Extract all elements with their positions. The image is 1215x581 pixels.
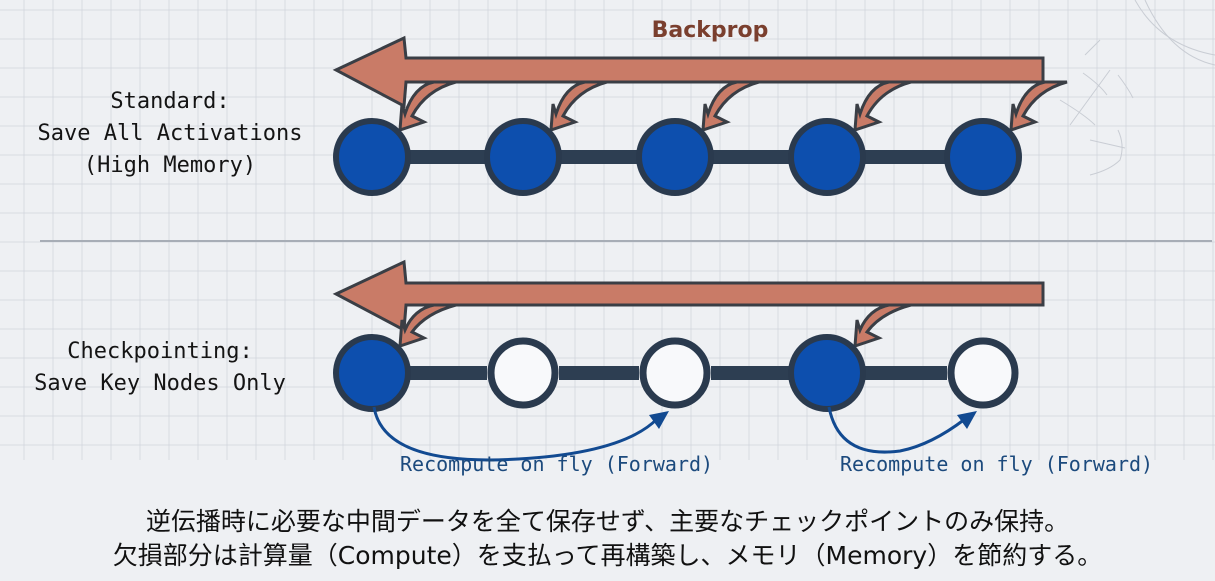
- caption-line-1: 逆伝播時に必要な中間データを全て保存せず、主要なチェックポイントのみ保持。: [145, 507, 1070, 536]
- standard-label-line: Save All Activations: [37, 121, 303, 146]
- backprop-arrow: [332, 35, 1045, 109]
- backprop-branch-arrow: [853, 80, 912, 133]
- recompute-arrowhead-icon: [957, 411, 977, 429]
- saved-activation-node: [788, 334, 866, 412]
- recompute-label-2: Recompute on fly (Forward): [840, 452, 1154, 476]
- checkpointing-label: Checkpointing: Save Key Nodes Only: [10, 336, 310, 400]
- checkpointing-label-line: Save Key Nodes Only: [34, 371, 286, 396]
- discarded-activation-node: [639, 337, 711, 409]
- recompute-label-1: Recompute on fly (Forward): [400, 452, 714, 476]
- discarded-activation-node: [947, 337, 1019, 409]
- recompute-arrowhead-icon: [649, 411, 669, 429]
- saved-activation-node: [333, 118, 411, 196]
- backprop-label: Backprop: [651, 18, 769, 43]
- saved-activation-node: [788, 118, 866, 196]
- saved-activation-node: [333, 334, 411, 412]
- backprop-branch-arrow: [853, 303, 912, 349]
- checkpointing-label-line: Checkpointing:: [67, 339, 253, 364]
- backprop-branch-arrow: [1009, 80, 1068, 133]
- background-sketch: [1059, 0, 1215, 176]
- checkpointing-diagram: [332, 259, 1045, 462]
- backprop-branch-arrow: [701, 80, 760, 133]
- recompute-arrow: [372, 406, 659, 462]
- standard-diagram: [332, 35, 1068, 196]
- saved-activation-node: [944, 118, 1022, 196]
- saved-activation-node: [484, 118, 562, 196]
- recompute-arrow: [827, 406, 966, 454]
- saved-activation-node: [636, 118, 714, 196]
- backprop-branch-arrow: [398, 80, 457, 133]
- caption-line-2: 欠損部分は計算量（Compute）を支払って再構築し、メモリ（Memory）を節…: [112, 541, 1103, 570]
- backprop-branch-arrow: [549, 80, 608, 133]
- standard-label: Standard: Save All Activations (High Mem…: [20, 86, 320, 182]
- discarded-activation-node: [487, 337, 559, 409]
- standard-label-line: (High Memory): [83, 153, 257, 178]
- standard-label-line: Standard:: [110, 89, 230, 114]
- backprop-arrow: [332, 259, 1045, 333]
- backprop-branch-arrow: [398, 303, 457, 349]
